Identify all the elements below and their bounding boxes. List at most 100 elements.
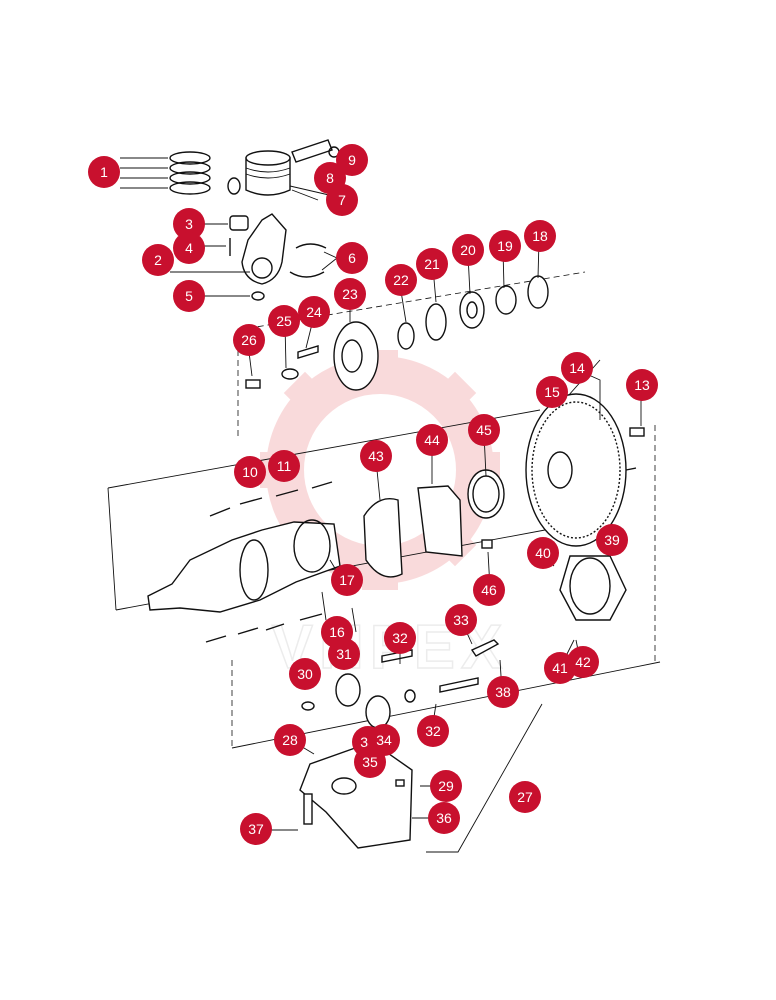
callout-circle — [331, 564, 363, 596]
callout-10: 10 — [234, 456, 266, 488]
callout-circle — [268, 450, 300, 482]
callout-39: 39 — [596, 524, 628, 556]
callout-22: 22 — [385, 264, 417, 296]
callout-circle — [234, 456, 266, 488]
callout-circle — [417, 715, 449, 747]
callout-21: 21 — [416, 248, 448, 280]
callout-circle — [328, 638, 360, 670]
callout-circle — [289, 658, 321, 690]
callout-28: 28 — [274, 724, 306, 756]
callout-circle — [430, 770, 462, 802]
callout-17: 17 — [331, 564, 363, 596]
callout-circle — [524, 220, 556, 252]
piston-rings — [120, 151, 211, 195]
callout-circle — [561, 352, 593, 384]
callout-number: 9 — [348, 152, 356, 168]
callout-circle — [384, 622, 416, 654]
callout-number: 8 — [326, 170, 334, 186]
bell-housing — [559, 555, 627, 621]
callout-circle — [509, 781, 541, 813]
piston — [227, 139, 340, 201]
callout-15: 15 — [536, 376, 568, 408]
callout-3: 3 — [173, 208, 205, 240]
oil-pump-gears — [301, 639, 500, 729]
callout-number: 10 — [242, 464, 258, 480]
callout-number: 34 — [376, 732, 392, 748]
callout-31: 31 — [328, 638, 360, 670]
callout-number: 21 — [424, 256, 440, 272]
callout-circle — [360, 440, 392, 472]
callout-number: 24 — [306, 304, 322, 320]
callout-circle — [336, 242, 368, 274]
callout-number: 32 — [425, 723, 441, 739]
callout-circle — [274, 724, 306, 756]
callout-circle — [233, 324, 265, 356]
callout-number: 43 — [368, 448, 384, 464]
callout-number: 32 — [392, 630, 408, 646]
callout-number: 15 — [544, 384, 560, 400]
callout-number: 20 — [460, 242, 476, 258]
callout-number: 1 — [100, 164, 108, 180]
front-pulley-assembly — [245, 275, 549, 391]
callout-number: 40 — [535, 545, 551, 561]
callout-circle — [298, 296, 330, 328]
callout-number: 42 — [575, 654, 591, 670]
callout-32: 32 — [384, 622, 416, 654]
callout-35: 35 — [354, 746, 386, 778]
callout-number: 5 — [185, 288, 193, 304]
callout-number: 44 — [424, 432, 440, 448]
callout-13: 13 — [626, 369, 658, 401]
callout-number: 36 — [436, 810, 452, 826]
callout-number: 41 — [552, 660, 568, 676]
callout-circle — [354, 746, 386, 778]
callout-number: 37 — [248, 821, 264, 837]
callout-29: 29 — [430, 770, 462, 802]
callout-circle — [527, 537, 559, 569]
callout-5: 5 — [173, 280, 205, 312]
callout-40: 40 — [527, 537, 559, 569]
callout-circle — [428, 802, 460, 834]
callout-9: 9 — [336, 144, 368, 176]
callout-27: 27 — [509, 781, 541, 813]
callout-number: 30 — [297, 666, 313, 682]
callout-32: 32 — [417, 715, 449, 747]
callout-18: 18 — [524, 220, 556, 252]
callout-circle — [240, 813, 272, 845]
callout-44: 44 — [416, 424, 448, 456]
callout-19: 19 — [489, 230, 521, 262]
callout-4: 4 — [173, 232, 205, 264]
callout-number: 6 — [348, 250, 356, 266]
callout-circle — [142, 244, 174, 276]
callout-number: 11 — [277, 458, 292, 474]
callout-number: 39 — [604, 532, 620, 548]
callout-circle — [487, 676, 519, 708]
callout-25: 25 — [268, 305, 300, 337]
callout-number: 35 — [362, 754, 378, 770]
callout-33: 33 — [445, 604, 477, 636]
callout-circle — [473, 574, 505, 606]
callout-circle — [88, 156, 120, 188]
crankshaft — [147, 481, 357, 643]
callout-circle — [385, 264, 417, 296]
callout-circle — [626, 369, 658, 401]
callout-number: 22 — [393, 272, 409, 288]
callout-circle — [173, 208, 205, 240]
callout-6: 6 — [336, 242, 368, 274]
callout-14: 14 — [561, 352, 593, 384]
callout-number: 46 — [481, 582, 497, 598]
callout-circle — [567, 646, 599, 678]
callout-circle — [489, 230, 521, 262]
callout-circle — [596, 524, 628, 556]
callout-number: 18 — [532, 228, 548, 244]
callout-circle — [173, 280, 205, 312]
callout-circle — [416, 248, 448, 280]
callout-number: 38 — [495, 684, 511, 700]
callout-circle — [314, 162, 346, 194]
callout-number: 13 — [634, 377, 650, 393]
callout-36: 36 — [428, 802, 460, 834]
callout-11: 11 — [268, 450, 300, 482]
callout-37: 37 — [240, 813, 272, 845]
callout-43: 43 — [360, 440, 392, 472]
